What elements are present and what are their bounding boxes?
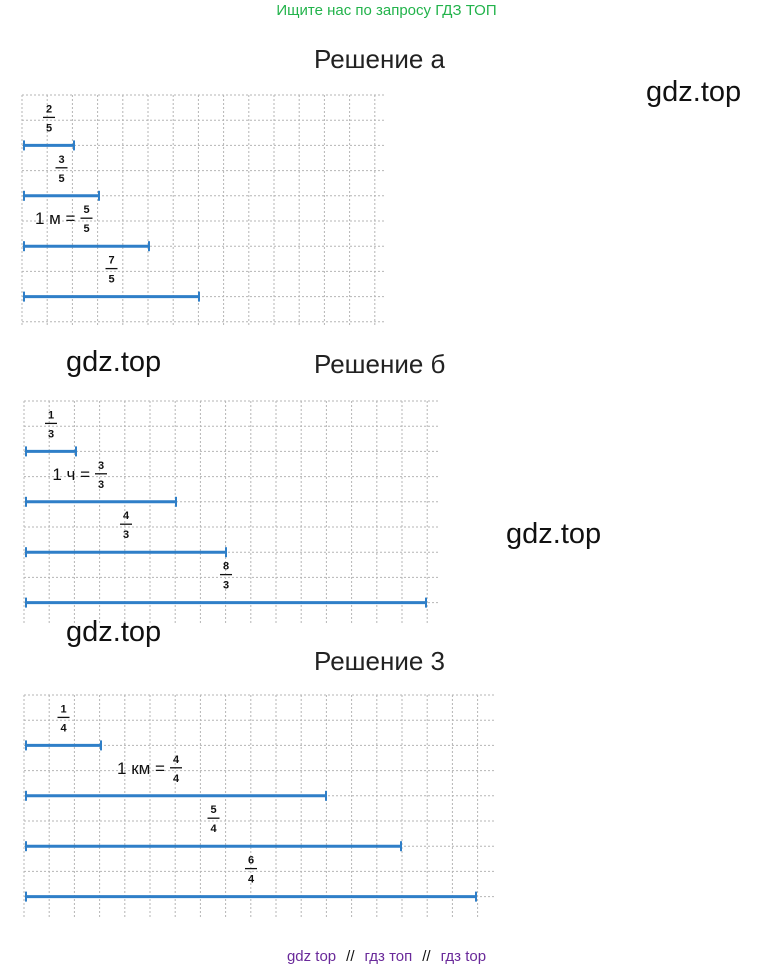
- fraction-numerator: 6: [248, 855, 254, 867]
- watermark: gdz.top: [506, 518, 602, 550]
- fraction-numerator: 7: [108, 255, 114, 267]
- fraction-numerator: 1: [60, 703, 66, 715]
- unit-equals-label: 1 м =: [35, 209, 76, 228]
- fraction-denominator: 3: [98, 479, 104, 491]
- footer-separator: //: [346, 948, 355, 965]
- fraction-denominator: 5: [58, 173, 64, 185]
- solution-a-grid: 2 5 3 5 5 5 1 м = 7 5: [21, 94, 384, 327]
- watermark: gdz.top: [646, 76, 742, 108]
- fraction-denominator: 3: [48, 428, 54, 440]
- fraction-numerator: 8: [223, 561, 229, 573]
- fraction-denominator: 4: [60, 722, 67, 734]
- fraction-numerator: 5: [210, 804, 216, 816]
- footer-link[interactable]: гдз top: [440, 948, 487, 965]
- fraction-numerator: 4: [173, 754, 180, 766]
- unit-equals-label: 1 км =: [117, 759, 165, 778]
- fraction-numerator: 2: [46, 103, 52, 115]
- fraction-numerator: 5: [83, 204, 89, 216]
- search-hint: Ищите нас по запросу ГДЗ ТОП: [276, 2, 497, 19]
- fraction-denominator: 4: [248, 874, 255, 886]
- watermark: gdz.top: [66, 616, 162, 648]
- fraction-numerator: 1: [48, 409, 54, 421]
- grid-lines: [23, 400, 440, 625]
- solution-3-grid: 1 4 4 4 1 км = 5 4 6 4: [23, 694, 494, 917]
- fraction-denominator: 5: [46, 122, 52, 134]
- fraction-numerator: 4: [123, 510, 130, 522]
- solution-3-title: Решение 3: [314, 646, 446, 676]
- fraction-denominator: 3: [123, 529, 129, 541]
- watermark: gdz.top: [66, 346, 162, 378]
- fraction-denominator: 3: [223, 580, 229, 592]
- grid-lines: [23, 694, 494, 917]
- footer-link[interactable]: гдз топ: [364, 948, 413, 965]
- footer-separator: //: [422, 948, 431, 965]
- fraction-numerator: 3: [58, 154, 64, 166]
- fraction-denominator: 4: [173, 773, 180, 785]
- fraction-numerator: 3: [98, 460, 104, 472]
- footer-link[interactable]: gdz top: [286, 948, 337, 965]
- solution-b-grid: 1 3 3 3 1 ч = 4 3 8 3: [23, 400, 440, 625]
- fraction-denominator: 4: [210, 823, 217, 835]
- solution-b-title: Решение б: [314, 349, 446, 379]
- fraction-denominator: 5: [108, 274, 114, 286]
- solution-a-title: Решение а: [314, 44, 446, 74]
- grid-lines: [21, 94, 384, 327]
- unit-equals-label: 1 ч =: [52, 465, 90, 484]
- fraction-denominator: 5: [83, 223, 89, 235]
- footer-links: gdz top // гдз топ // гдз top: [0, 948, 773, 965]
